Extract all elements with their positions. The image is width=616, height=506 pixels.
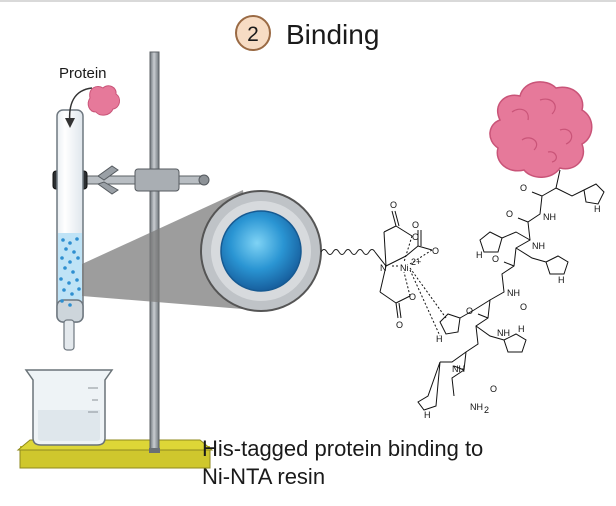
step-title: Binding <box>286 19 379 50</box>
arrow-head <box>65 118 75 128</box>
caption-line-2: Ni-NTA resin <box>202 464 325 489</box>
imidazole-rings <box>417 183 605 411</box>
chromatography-column <box>56 109 84 351</box>
caption-line-1: His-tagged protein binding to <box>202 436 483 461</box>
linker-chain <box>320 249 376 255</box>
oxygen-5: O <box>409 292 416 302</box>
imidazole-h-5: H <box>518 324 525 334</box>
carbonyl-o-3: O <box>492 254 499 264</box>
amide-nh-1: NH <box>543 212 556 222</box>
oxygen-4: O <box>432 246 439 256</box>
oxygen-6: O <box>396 320 403 330</box>
protein-label: Protein <box>59 65 107 82</box>
carbonyl-o-1: O <box>520 183 527 193</box>
bead-core <box>220 210 302 292</box>
nta-complex <box>374 210 447 337</box>
terminal-amine-sub: 2 <box>484 405 489 415</box>
carbonyl-o-2: O <box>506 209 513 219</box>
clamp-screw <box>97 165 119 181</box>
stand-base <box>19 449 211 469</box>
amide-nh-4: NH <box>497 328 510 338</box>
resin-bead <box>200 190 322 312</box>
amide-nh-2: NH <box>532 241 545 251</box>
resin-particles <box>59 237 81 307</box>
clamp-knob <box>198 174 210 186</box>
step-badge: 2 <box>235 15 271 51</box>
protein-blob <box>489 81 593 178</box>
oxygen-3: O <box>412 220 419 230</box>
carbonyl-o-6: O <box>490 384 497 394</box>
amide-nh-3: NH <box>507 288 520 298</box>
oxygen-1: O <box>390 200 397 210</box>
imidazole-h-6: H <box>424 410 431 420</box>
terminal-amine: NH <box>470 402 483 412</box>
imidazole-h-1: H <box>594 204 601 214</box>
oxygen-2: O <box>412 232 419 242</box>
his-tag-peptide <box>440 169 585 397</box>
carbonyl-o-4: O <box>520 302 527 312</box>
imidazole-h-3: H <box>558 275 565 285</box>
nickel-label: Ni <box>400 263 409 273</box>
carbonyl-o-5: O <box>466 306 473 316</box>
imidazole-h-4: H <box>436 334 443 344</box>
nickel-charge: 2+ <box>411 257 421 267</box>
amide-nh-5: NH <box>452 364 465 374</box>
beaker <box>24 369 114 446</box>
step-badge-circle <box>235 15 271 51</box>
clamp-screw-lower <box>96 181 119 195</box>
beaker-liquid <box>38 410 100 441</box>
step-number: 2 <box>247 23 259 46</box>
column-outlet <box>63 319 75 351</box>
protein-blob-small <box>87 85 121 116</box>
clamp-holder <box>134 168 180 192</box>
rod-foot <box>149 448 160 453</box>
nta-nitrogen: N <box>380 263 387 273</box>
imidazole-h-2: H <box>476 250 483 260</box>
